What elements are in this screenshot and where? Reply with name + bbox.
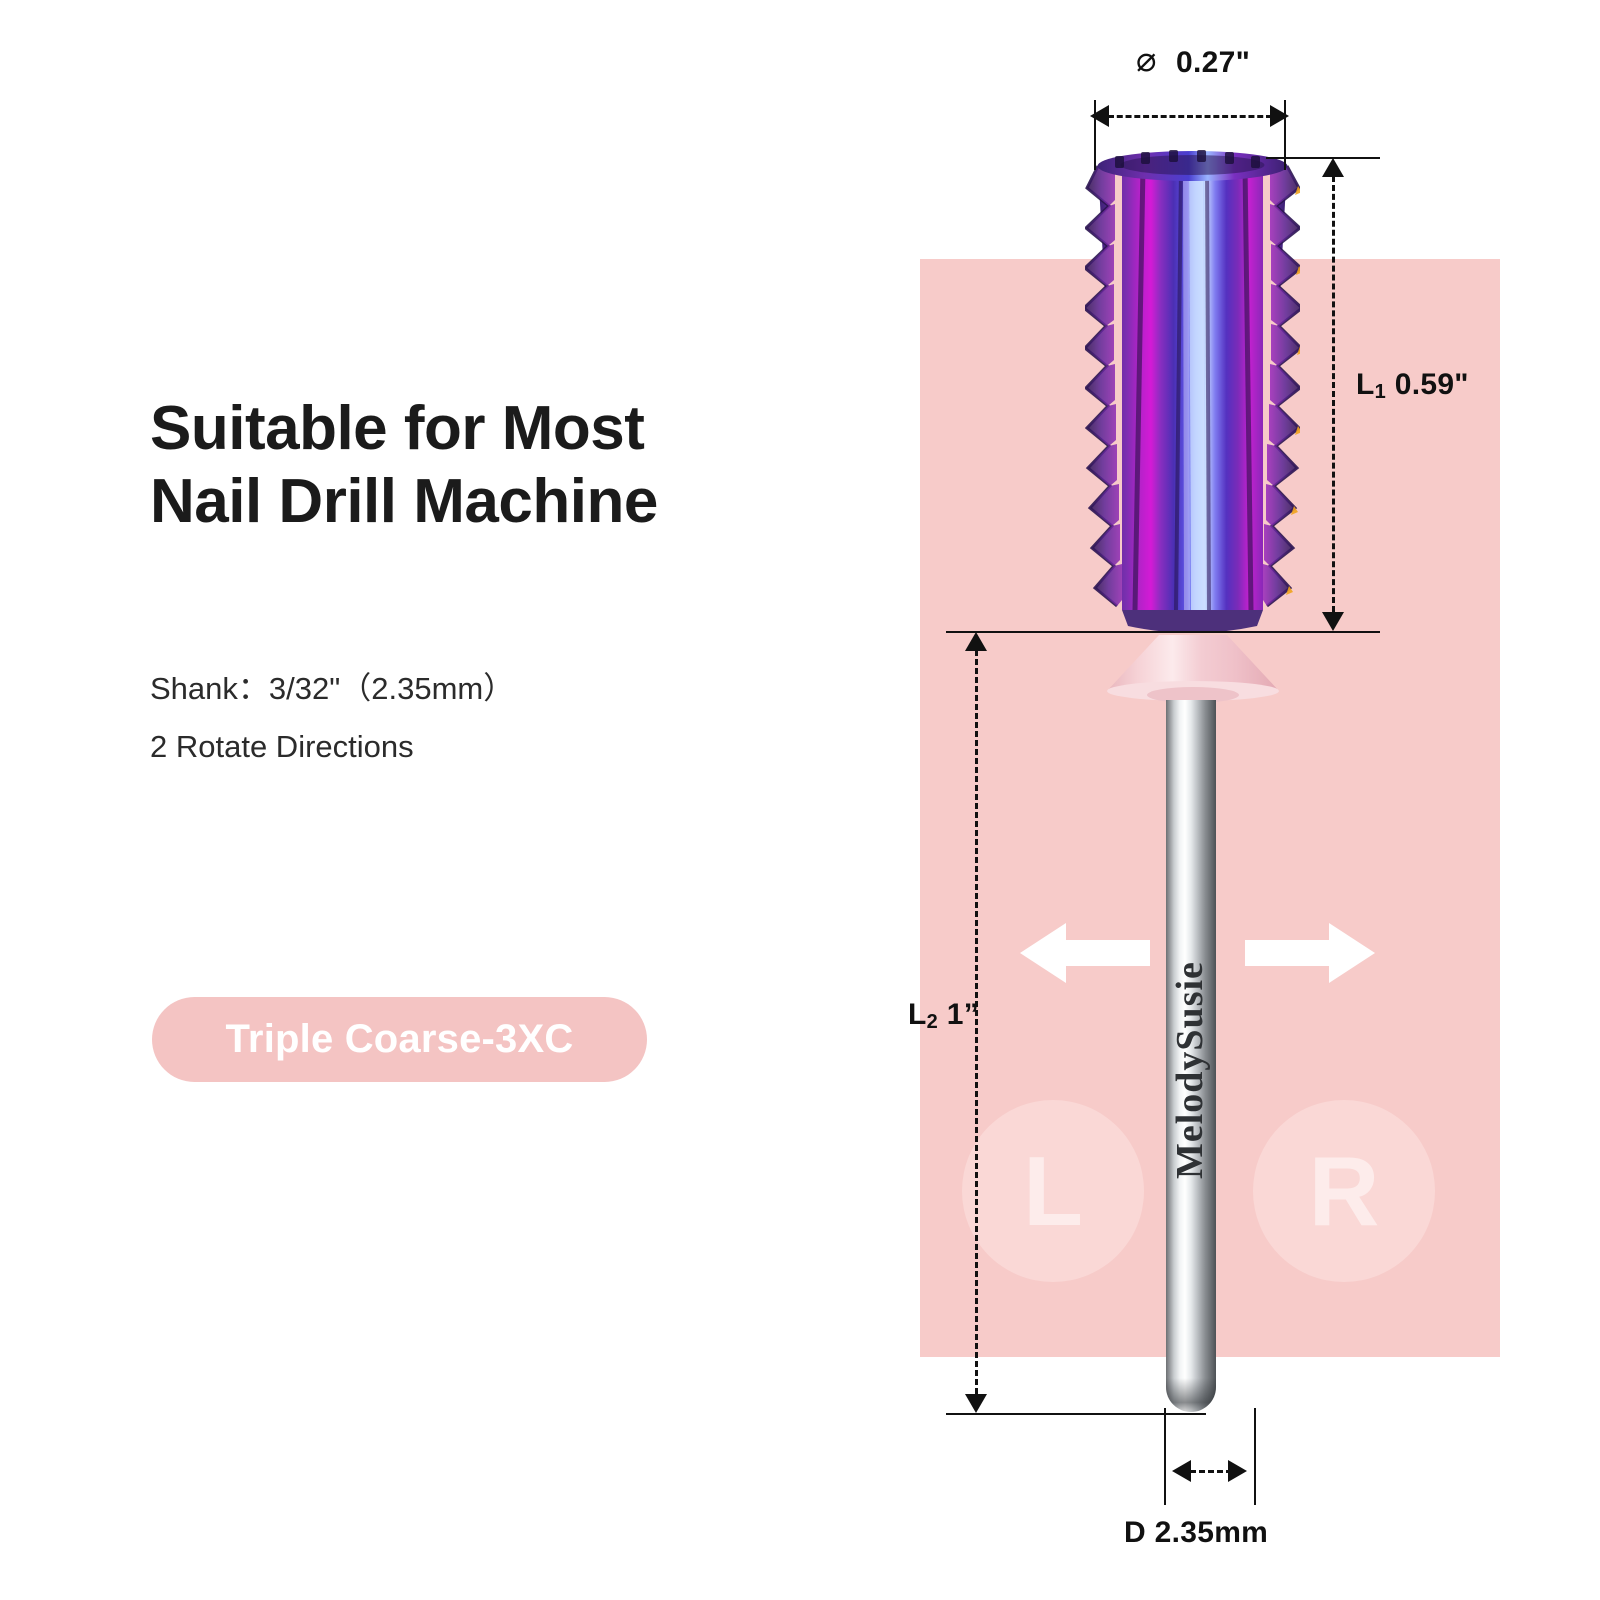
arrow-left-icon (1020, 920, 1150, 986)
rotation-circle-right: R (1253, 1100, 1435, 1282)
drill-bit-head (1081, 148, 1305, 638)
dim-L2-value: 1” (946, 998, 980, 1031)
dim-arrowhead-bottom-L2 (965, 1394, 987, 1413)
grit-badge: Triple Coarse-3XC (152, 997, 647, 1082)
dim-L2-letter: L (908, 998, 927, 1031)
dim-dash-L2 (975, 650, 978, 1394)
dim-L1-letter: L (1356, 368, 1375, 401)
spec-shank-size: Shank：3/32"（2.35mm） (150, 671, 515, 706)
dim-L1-value: 0.59" (1394, 368, 1469, 401)
spec-rotate-directions: 2 Rotate Directions (150, 729, 414, 764)
dim-label-L1: L1 0.59" (1356, 368, 1469, 403)
dim-L2-subscript: 2 (926, 1011, 939, 1033)
dim-L1-subscript: 1 (1374, 381, 1387, 403)
dim-dash-diameter (1108, 115, 1272, 118)
dim-arrowhead-bottom-L1 (1322, 612, 1344, 631)
grit-badge-label: Triple Coarse-3XC (225, 1017, 574, 1061)
page-title: Suitable for Most Nail Drill Machine (150, 393, 850, 538)
arrow-right-icon (1245, 920, 1375, 986)
dim-arrowhead-right-D (1228, 1460, 1247, 1482)
dim-ref-bottom-L2 (946, 1413, 1206, 1415)
headline-line-2: Nail Drill Machine (150, 466, 658, 536)
shank-tip-shading (1166, 1378, 1216, 1412)
dim-ext-left-diameter (1094, 100, 1096, 170)
dim-arrowhead-top-L1 (1322, 158, 1344, 177)
rotation-circle-left: L (962, 1100, 1144, 1282)
dim-dash-L1 (1332, 176, 1335, 612)
dim-ref-top-L2 (946, 631, 1346, 633)
dim-ext-left-D (1164, 1408, 1166, 1505)
rotation-right-letter: R (1308, 1136, 1380, 1246)
dim-dash-D (1190, 1470, 1232, 1473)
dim-ext-right-diameter (1284, 100, 1286, 170)
drill-bit-shank (1166, 700, 1216, 1412)
rotation-left-letter: L (1023, 1136, 1083, 1246)
dim-arrowhead-top-L2 (965, 632, 987, 651)
bit-safety-collar (1104, 633, 1282, 705)
dim-label-diameter: 0.27" (1176, 46, 1251, 79)
dim-label-D: D 2.35mm (1124, 1516, 1269, 1549)
brand-logo: MelodySusie (1140, 890, 1240, 1250)
headline-line-1: Suitable for Most (150, 394, 645, 463)
dim-arrowhead-right-diameter (1270, 105, 1289, 127)
diameter-symbol-icon: ⌀ (1136, 41, 1157, 79)
brand-name: MelodySusie (1169, 961, 1211, 1179)
dim-ext-right-D (1254, 1408, 1256, 1505)
dim-arrowhead-left-diameter (1090, 105, 1109, 127)
dim-arrowhead-left-D (1172, 1460, 1191, 1482)
dim-label-L2: L2 1” (908, 998, 980, 1033)
